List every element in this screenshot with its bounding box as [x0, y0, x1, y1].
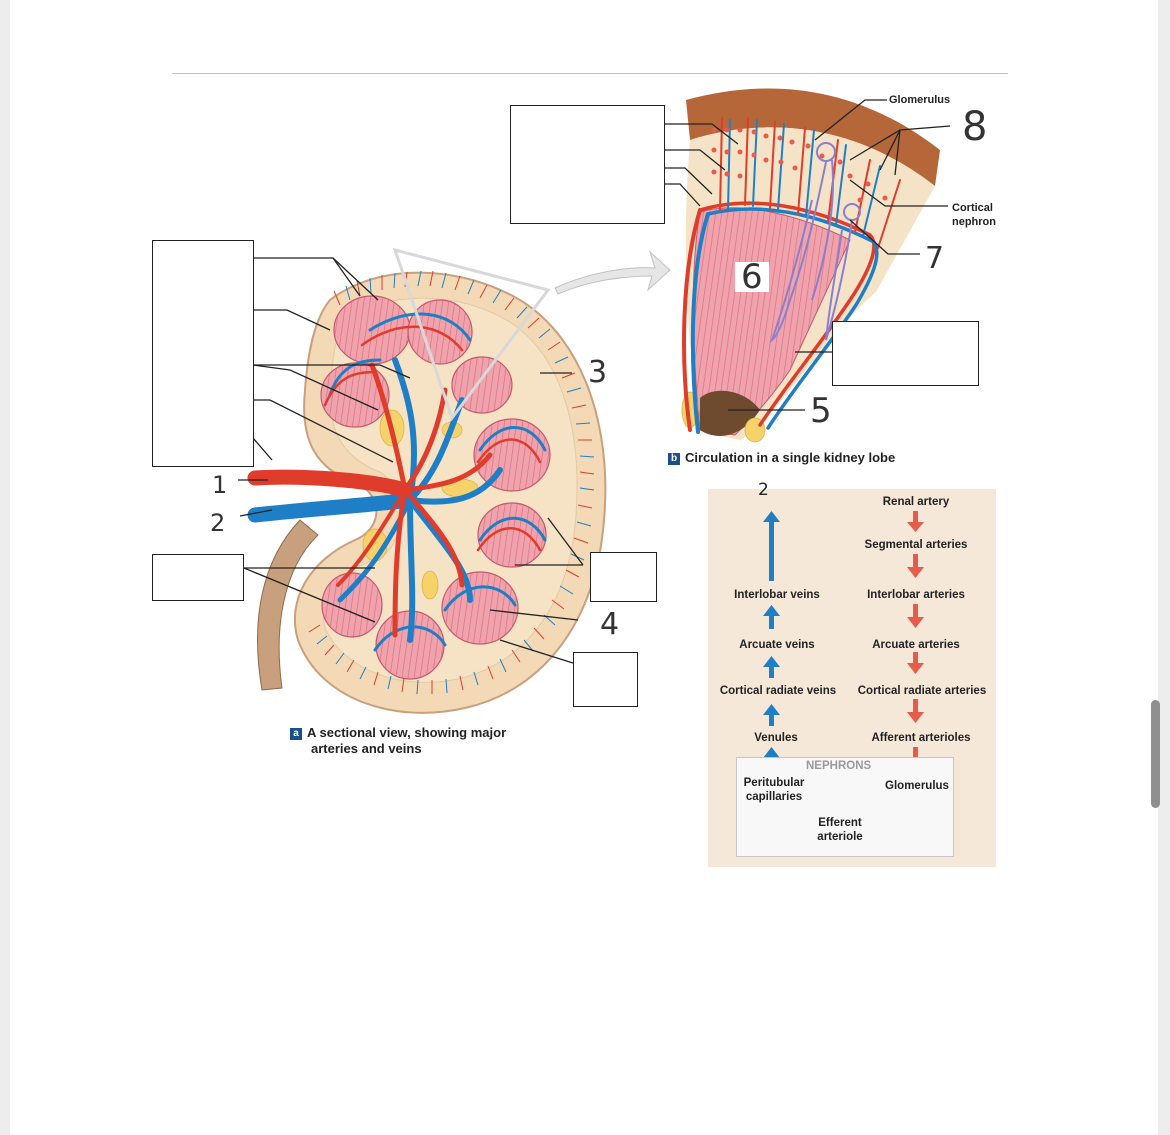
flow-peritubular-1: Peritubular — [743, 777, 805, 789]
panel-b-tag: b — [668, 453, 680, 465]
answer-box-right-1[interactable] — [590, 552, 657, 602]
arteries-a — [247, 325, 542, 638]
caption-panel-a-line2: arteries and veins — [311, 741, 422, 756]
nephrons-label: NEPHRONS — [806, 760, 872, 772]
leader-lines-b — [664, 99, 951, 411]
caption-panel-b: b Circulation in a single kidney lobe — [668, 450, 895, 466]
caption-panel-a: a A sectional view, showing major — [290, 725, 506, 741]
lobe-vessels — [682, 117, 901, 434]
flow-venules: Venules — [754, 732, 798, 744]
nephrons-box — [736, 757, 954, 857]
handwritten-2: 2 — [210, 509, 226, 537]
label-cortical-nephron-2: nephron — [952, 216, 996, 228]
answer-box-left-small[interactable] — [152, 554, 244, 601]
flow-renal-vein-handwritten: 2 — [758, 480, 769, 500]
handwritten-6: 6 — [735, 260, 769, 294]
flow-cortical-radiate-arteries: Cortical radiate arteries — [857, 685, 987, 697]
answer-box-left-large[interactable] — [152, 240, 254, 467]
flow-efferent-1: Efferent — [818, 817, 862, 829]
scrollbar[interactable] — [1151, 700, 1160, 808]
handwritten-4: 4 — [600, 607, 620, 642]
label-cortical-nephron-1: Cortical — [952, 202, 993, 214]
answer-box-top-center[interactable] — [510, 105, 665, 224]
lobe-calyx — [700, 390, 760, 436]
answer-box-right-2[interactable] — [573, 652, 638, 707]
flow-segmental-arteries: Segmental arteries — [864, 539, 968, 551]
ureter — [257, 519, 319, 691]
handwritten-5: 5 — [810, 391, 832, 431]
lobe-capsule — [686, 88, 940, 186]
lobe-afferent-dots — [711, 127, 888, 203]
flow-glomerulus: Glomerulus — [885, 780, 949, 792]
flow-interlobar-arteries: Interlobar arteries — [867, 589, 965, 601]
flow-efferent-2: arteriole — [817, 831, 863, 843]
flow-cortical-radiate-veins: Cortical radiate veins — [719, 685, 837, 697]
handwritten-8: 8 — [962, 104, 988, 150]
handwritten-7: 7 — [925, 241, 945, 276]
leader-lines-a — [238, 257, 584, 664]
flow-afferent-arterioles: Afferent arterioles — [871, 732, 971, 744]
label-glomerulus: Glomerulus — [889, 94, 951, 106]
flow-arcuate-veins: Arcuate veins — [739, 639, 815, 651]
handwritten-1: 1 — [212, 471, 228, 499]
panel-arrow — [554, 250, 671, 295]
caption-panel-a-line1: A sectional view, showing major — [307, 725, 507, 740]
flow-arcuate-arteries: Arcuate arteries — [872, 639, 960, 651]
lobe-wedge-outline — [392, 247, 551, 422]
flow-interlobar-veins: Interlobar veins — [734, 589, 820, 601]
top-divider — [172, 73, 1008, 74]
caption-panel-b-text: Circulation in a single kidney lobe — [685, 450, 896, 465]
answer-box-lobe-right[interactable] — [832, 321, 979, 386]
handwritten-3: 3 — [588, 355, 608, 390]
flow-renal-artery: Renal artery — [882, 496, 950, 508]
flow-peritubular-2: capillaries — [745, 791, 803, 803]
panel-a-tag: a — [290, 728, 302, 740]
lobe-nephrons — [769, 142, 861, 344]
